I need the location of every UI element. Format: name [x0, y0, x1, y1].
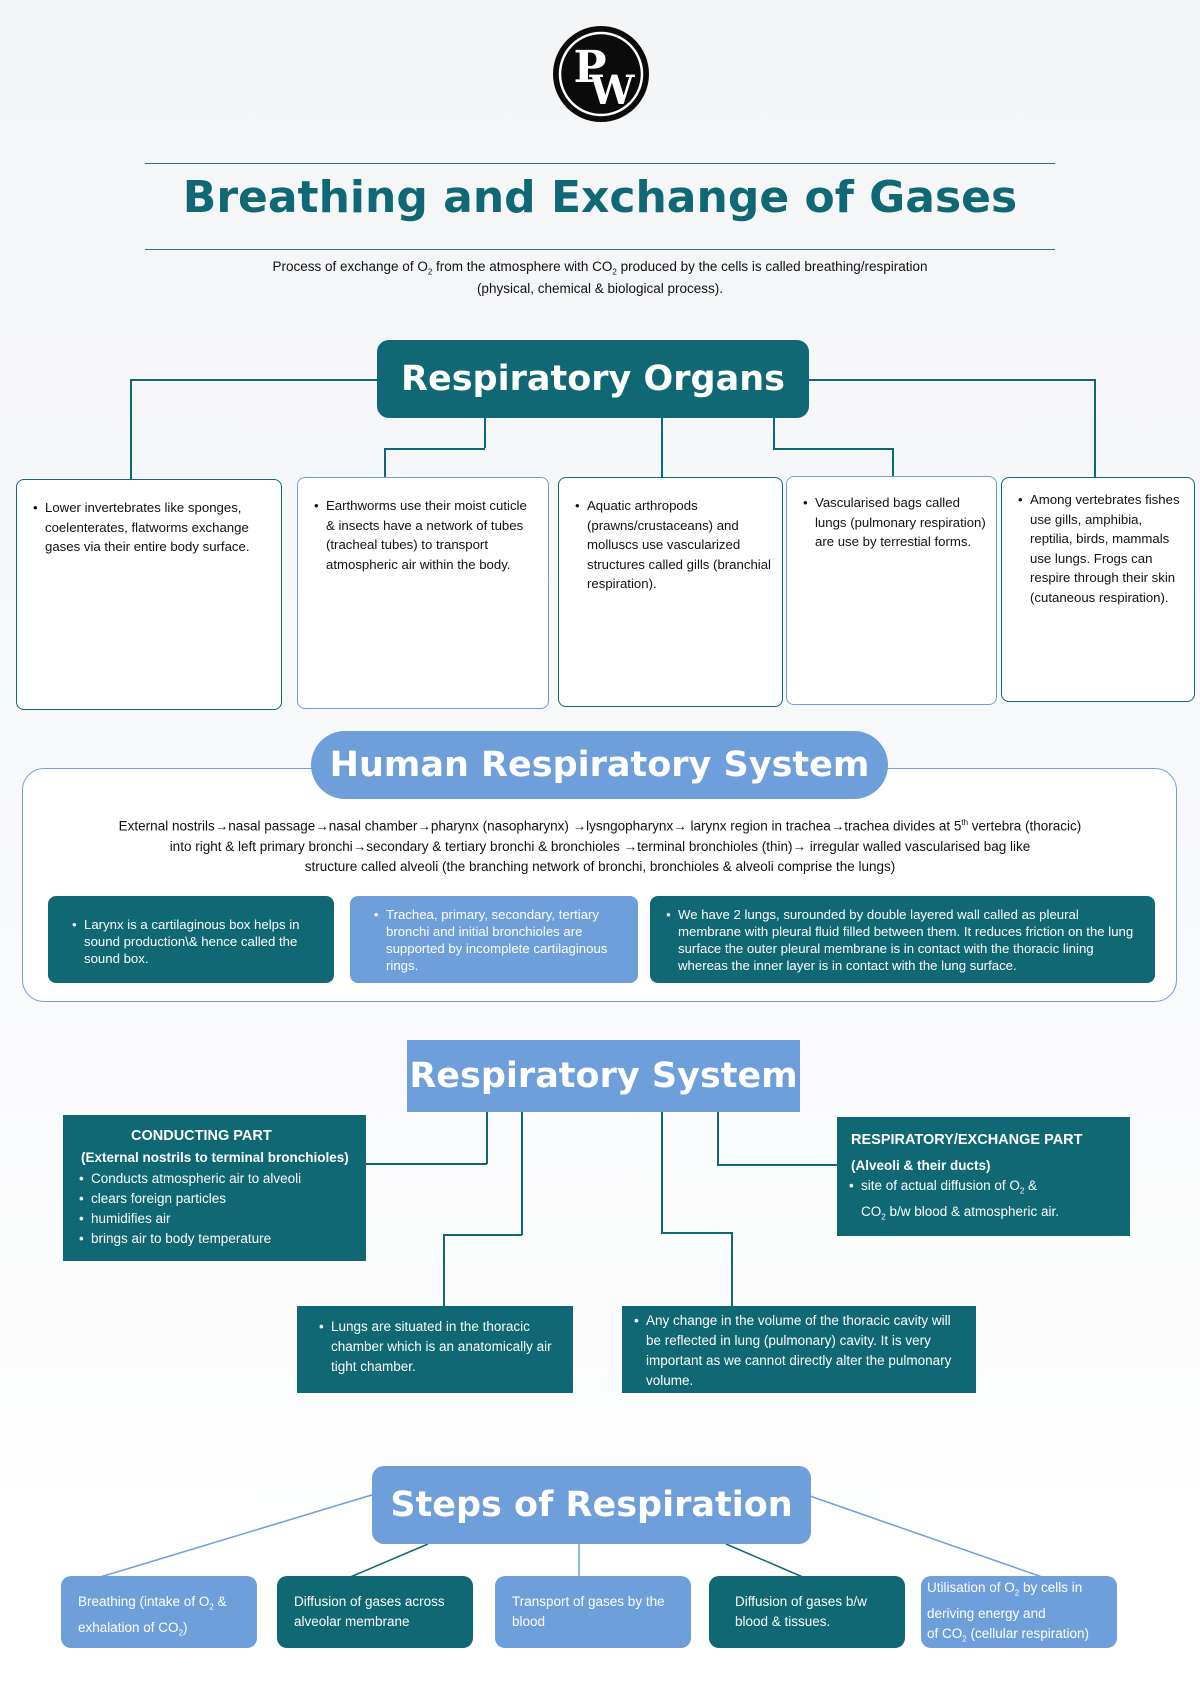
pw-logo: P W PW	[550, 24, 652, 124]
connector	[717, 1112, 719, 1165]
connector	[717, 1164, 837, 1166]
intro-text: Process of exchange of O2 from the atmos…	[272, 259, 928, 296]
lungs-pleura-card: We have 2 lungs, surounded by double lay…	[650, 896, 1155, 983]
connector	[130, 379, 132, 481]
step-alveolar-diffusion: Diffusion of gases across alveolar membr…	[277, 1576, 473, 1648]
connector	[384, 448, 386, 478]
exchange-subtitle: (Alveoli & their ducts)	[851, 1158, 991, 1173]
connector	[1094, 379, 1096, 479]
steps-heading: Steps of Respiration	[372, 1466, 811, 1544]
connector	[484, 418, 486, 448]
step-cellular-respiration: Utilisation of O2 by cells in deriving e…	[921, 1576, 1117, 1648]
respiratory-organs-heading: Respiratory Organs	[377, 340, 809, 418]
larynx-card: Larynx is a cartilaginous box helps in s…	[48, 896, 334, 983]
title-rule-top	[145, 163, 1055, 164]
connector	[892, 448, 894, 478]
human-system-heading: Human Respiratory System	[311, 731, 888, 799]
connector	[130, 379, 378, 381]
connector	[773, 448, 893, 450]
organ-box-lungs: Vascularised bags called lungs (pulmonar…	[786, 476, 997, 705]
connector	[384, 448, 485, 450]
step-tissue-diffusion: Diffusion of gases b/w blood & tissues.	[709, 1576, 905, 1648]
connector	[443, 1234, 445, 1306]
step-transport: Transport of gases by the blood	[495, 1576, 691, 1648]
step-breathing: Breathing (intake of O2 &exhalation of C…	[61, 1576, 257, 1648]
connector	[521, 1112, 523, 1235]
conducting-subtitle: (External nostrils to terminal bronchiol…	[81, 1150, 349, 1165]
organ-box-aquatic: Aquatic arthropods (prawns/crustaceans) …	[558, 477, 783, 707]
connector	[808, 379, 1095, 381]
organ-box-earthworms: Earthworms use their moist cuticle & ins…	[297, 477, 549, 709]
thoracic-chamber-box: Lungs are situated in the thoracic chamb…	[297, 1306, 573, 1393]
connector	[661, 1112, 663, 1233]
exchange-part-box: RESPIRATORY/EXCHANGE PART (Alveoli & the…	[837, 1117, 1130, 1236]
svg-text:W: W	[589, 67, 636, 114]
connector	[486, 1112, 488, 1164]
connector	[661, 418, 663, 478]
title-rule-bottom	[145, 249, 1055, 250]
steps-connectors	[96, 1493, 1046, 1579]
respiratory-system-heading: Respiratory System	[407, 1040, 800, 1112]
trachea-card: Trachea, primary, secondary, tertiary br…	[350, 896, 638, 983]
connector	[661, 1232, 732, 1234]
connector	[731, 1232, 733, 1306]
organ-box-invertebrates: Lower invertebrates like sponges, coelen…	[16, 479, 282, 710]
conducting-part-box: CONDUCTING PART (External nostrils to te…	[63, 1115, 366, 1261]
logo-letters: PW	[652, 24, 653, 25]
connector	[443, 1234, 522, 1236]
page-title: Breathing and Exchange of Gases	[182, 172, 1018, 223]
exchange-title: RESPIRATORY/EXCHANGE PART	[851, 1132, 1083, 1148]
svg-text:P: P	[573, 42, 606, 93]
connector	[773, 418, 775, 448]
thoracic-volume-box: Any change in the volume of the thoracic…	[622, 1306, 976, 1393]
conducting-title: CONDUCTING PART	[131, 1128, 272, 1144]
connector	[366, 1163, 487, 1165]
airway-pathway: External nostrils→nasal passage→nasal ch…	[118, 818, 1082, 874]
organ-box-vertebrates: Among vertebrates fishes use gills, amph…	[1001, 477, 1195, 702]
